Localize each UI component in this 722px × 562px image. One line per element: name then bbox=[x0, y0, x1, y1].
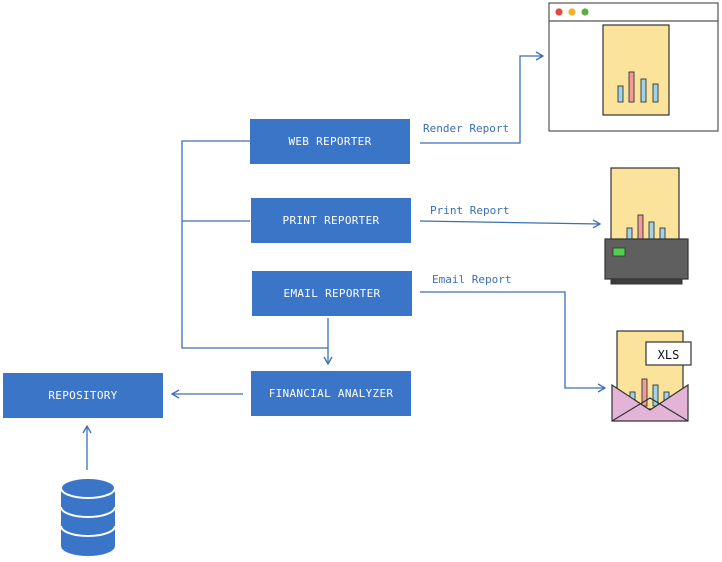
print-report-arrow bbox=[419, 219, 602, 229]
email-reporter-label: EMAIL REPORTER bbox=[283, 287, 381, 300]
printer-icon bbox=[604, 167, 689, 285]
xls-tag: XLS bbox=[658, 348, 680, 362]
email-reporter-box: EMAIL REPORTER bbox=[252, 271, 412, 316]
email-report-label: Email Report bbox=[432, 273, 512, 286]
financial-analyzer-label: FINANCIAL ANALYZER bbox=[268, 387, 394, 400]
reporters-bracket-connector bbox=[181, 140, 328, 349]
web-reporter-label: WEB REPORTER bbox=[288, 135, 372, 148]
web-reporter-box: WEB REPORTER bbox=[250, 119, 410, 164]
print-reporter-label: PRINT REPORTER bbox=[282, 214, 380, 227]
financial-analyzer-box: FINANCIAL ANALYZER bbox=[251, 371, 411, 416]
browser-window-icon bbox=[548, 2, 719, 132]
render-report-label: Render Report bbox=[423, 122, 510, 135]
email-report-arrow bbox=[420, 291, 607, 393]
repository-box: REPOSITORY bbox=[3, 373, 163, 418]
print-report-label: Print Report bbox=[430, 204, 510, 217]
database-icon bbox=[60, 477, 116, 556]
repository-label: REPOSITORY bbox=[48, 389, 118, 402]
print-reporter-box: PRINT REPORTER bbox=[251, 198, 411, 243]
envelope-xls-icon bbox=[611, 330, 692, 422]
render-report-arrow bbox=[420, 51, 545, 144]
